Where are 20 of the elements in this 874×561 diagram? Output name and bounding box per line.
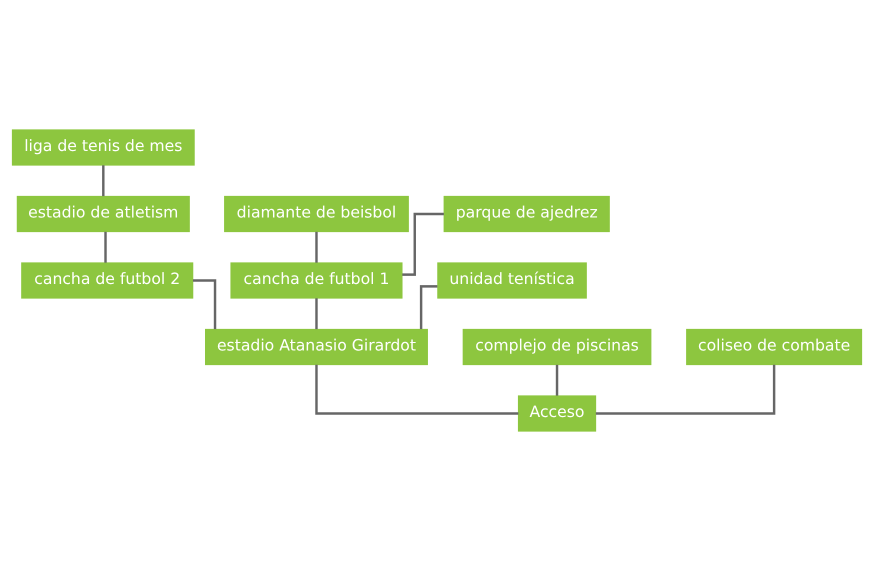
connector [315, 232, 318, 263]
node-box: cancha de futbol 1 [230, 262, 403, 299]
connector [104, 232, 107, 263]
node-box: estadio Atanasio Girardot [205, 328, 428, 366]
node-box: cancha de futbol 2 [21, 262, 194, 299]
connector [596, 364, 776, 415]
node-box: Acceso [518, 395, 596, 432]
node-box: parque de ajedrez [444, 196, 610, 232]
connector [192, 279, 216, 330]
node-box: liga de tenis de mes [12, 129, 195, 166]
node-box: diamante de beisbol [224, 196, 409, 232]
connector [102, 165, 105, 196]
connector [556, 364, 558, 396]
node-box: complejo de piscinas [462, 328, 652, 366]
node-box: unidad tenística [437, 262, 587, 299]
node-box: estadio de atletism [16, 196, 190, 232]
node-box: coliseo de combate [686, 328, 862, 366]
connector [315, 364, 518, 415]
connector [402, 212, 444, 276]
connector [315, 298, 318, 330]
